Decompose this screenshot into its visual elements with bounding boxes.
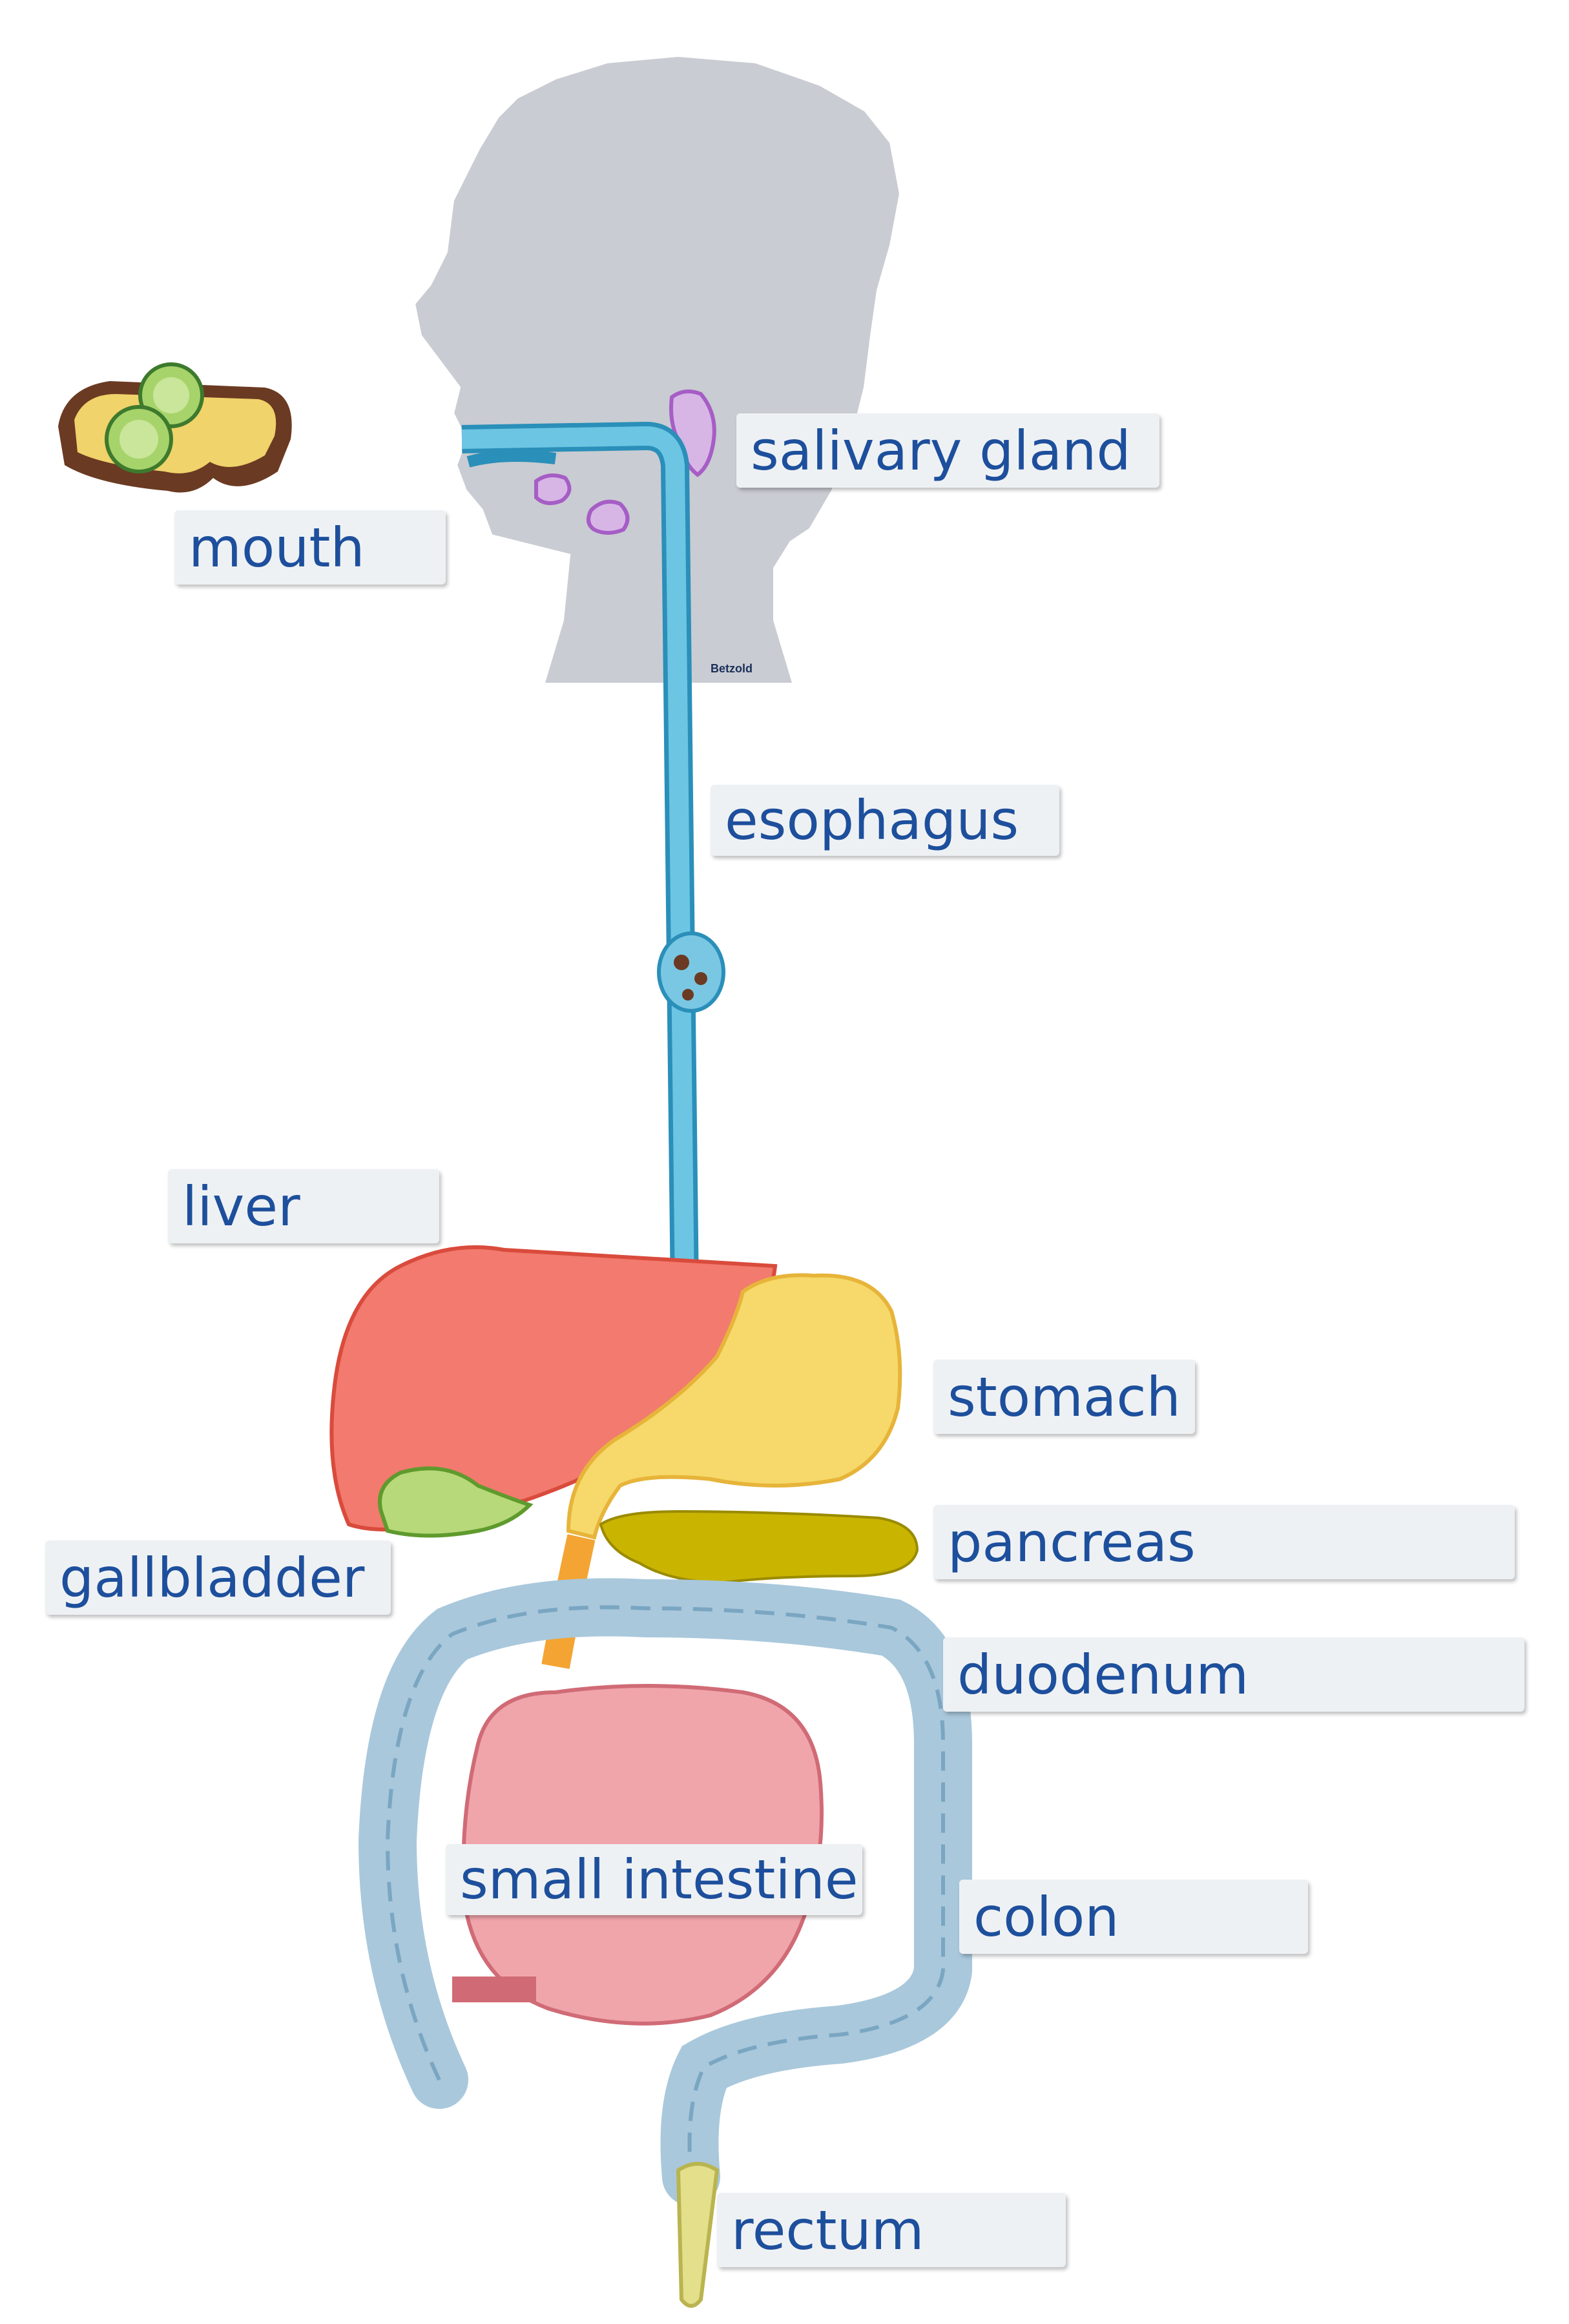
gallbladder-organ bbox=[378, 1466, 534, 1538]
label-stomach: stomach bbox=[933, 1360, 1195, 1434]
head-silhouette bbox=[411, 52, 904, 687]
label-esophagus: esophagus bbox=[711, 785, 1059, 856]
label-liver: liver bbox=[168, 1169, 439, 1243]
stomach-organ bbox=[566, 1273, 902, 1540]
bread-slice-icon bbox=[58, 362, 292, 493]
label-pancreas: pancreas bbox=[933, 1505, 1515, 1579]
label-colon: colon bbox=[959, 1880, 1308, 1954]
salivary-glands bbox=[534, 389, 716, 535]
label-small-intestine: small intestine bbox=[446, 1844, 862, 1915]
brand-logo: Betzold bbox=[711, 662, 753, 675]
label-salivary-gland: salivary gland bbox=[736, 413, 1159, 488]
label-gallbladder: gallbladder bbox=[45, 1541, 391, 1615]
label-mouth: mouth bbox=[174, 510, 446, 585]
food-bolus bbox=[657, 931, 725, 1013]
label-rectum: rectum bbox=[717, 2193, 1066, 2267]
rectum-organ bbox=[676, 2162, 720, 2308]
label-duodenum: duodenum bbox=[943, 1637, 1524, 1712]
pancreas-organ bbox=[599, 1510, 919, 1584]
